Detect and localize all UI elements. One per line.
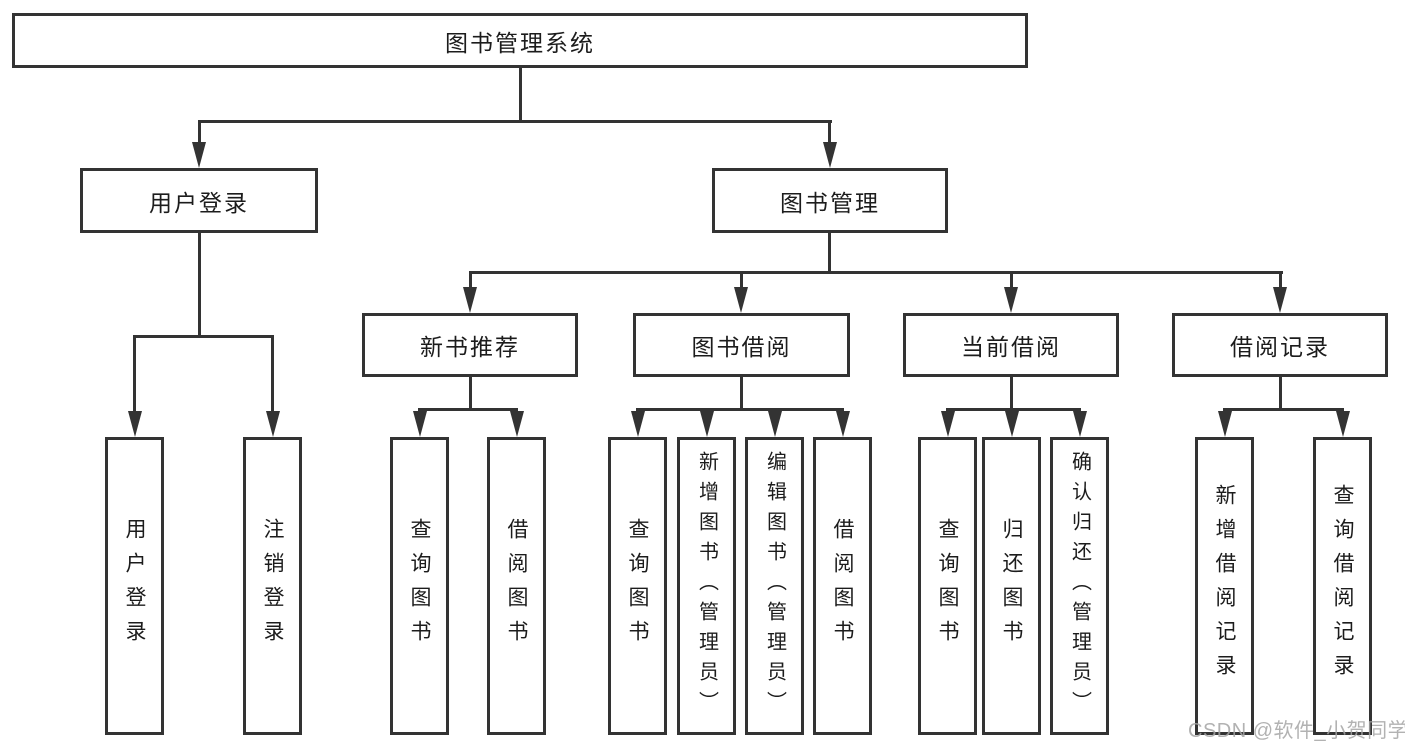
node-user-login: 用户登录 (80, 168, 318, 233)
node-library-management-system: 图书管理系统 (12, 13, 1028, 68)
connector-book-mgmt-arrow-stem (828, 120, 831, 144)
leaf-logout: 注销登录 (243, 437, 302, 735)
connector-borrow-records-hline (1223, 408, 1344, 411)
connector-current-borrow-hline (946, 408, 1081, 411)
arrow-to-book-management (823, 142, 837, 168)
leaf-query-books-rec: 查询图书 (390, 437, 449, 735)
connector-book-borrow-arrow-stem (740, 271, 743, 289)
arrow-to-add-books-admin (700, 411, 714, 437)
arrow-to-borrow-books (836, 411, 850, 437)
arrow-to-return-books (1005, 411, 1019, 437)
connector-user-login-stem (198, 233, 201, 337)
connector-current-borrow-arrow-stem (1010, 271, 1013, 289)
leaf-borrow-books: 借阅图书 (813, 437, 872, 735)
leaf-query-borrow-record: 查询借阅记录 (1313, 437, 1372, 735)
leaf-user-login: 用户登录 (105, 437, 164, 735)
arrow-to-book-borrowing (734, 287, 748, 313)
node-current-borrowing: 当前借阅 (903, 313, 1119, 377)
arrow-to-borrowing-records (1273, 287, 1287, 313)
connector-user-login-hline (133, 335, 274, 338)
arrow-to-query-books-borrow (631, 411, 645, 437)
arrow-to-new-book-recommendation (463, 287, 477, 313)
leaf-add-books-admin: 新增图书（管理员） (677, 437, 736, 735)
connector-book-borrow-stem (740, 377, 743, 410)
node-book-management: 图书管理 (712, 168, 948, 233)
arrow-to-borrow-books-rec (510, 411, 524, 437)
connector-level2-hline (469, 271, 1283, 274)
connector-borrow-records-stem (1279, 377, 1282, 410)
leaf-edit-books-admin: 编辑图书（管理员） (745, 437, 804, 735)
connector-new-book-rec-hline (418, 408, 518, 411)
connector-borrow-records-arrow-stem (1279, 271, 1282, 289)
connector-user-login-arrow-stem (198, 120, 201, 144)
arrow-to-leaf-logout (266, 411, 280, 437)
connector-leaf-logout-stem (271, 335, 274, 413)
arrow-to-query-books-current (941, 411, 955, 437)
arrow-to-confirm-return-admin (1073, 411, 1087, 437)
arrow-to-query-borrow-record (1336, 411, 1350, 437)
csdn-watermark: CSDN @软件_小贺同学 (1188, 720, 1405, 742)
leaf-query-books-current: 查询图书 (918, 437, 977, 735)
arrow-to-leaf-user-login (128, 411, 142, 437)
leaf-add-borrow-record: 新增借阅记录 (1195, 437, 1254, 735)
node-borrowing-records: 借阅记录 (1172, 313, 1388, 377)
connector-new-book-rec-stem (469, 377, 472, 410)
connector-root-stem (519, 68, 522, 123)
leaf-borrow-books-rec: 借阅图书 (487, 437, 546, 735)
connector-book-mgmt-stem (828, 233, 831, 273)
leaf-return-books: 归还图书 (982, 437, 1041, 735)
connector-level1-hline (198, 120, 832, 123)
arrow-to-query-books-rec (413, 411, 427, 437)
arrow-to-user-login (192, 142, 206, 168)
leaf-confirm-return-admin: 确认归还（管理员） (1050, 437, 1109, 735)
node-book-borrowing: 图书借阅 (633, 313, 850, 377)
connector-leaf-user-login-stem (133, 335, 136, 413)
connector-current-borrow-stem (1010, 377, 1013, 410)
leaf-query-books-borrow: 查询图书 (608, 437, 667, 735)
arrow-to-edit-books-admin (768, 411, 782, 437)
connector-new-book-rec-arrow-stem (469, 271, 472, 289)
arrow-to-add-borrow-record (1218, 411, 1232, 437)
node-new-book-recommendation: 新书推荐 (362, 313, 578, 377)
connector-book-borrow-hline (636, 408, 844, 411)
arrow-to-current-borrowing (1004, 287, 1018, 313)
